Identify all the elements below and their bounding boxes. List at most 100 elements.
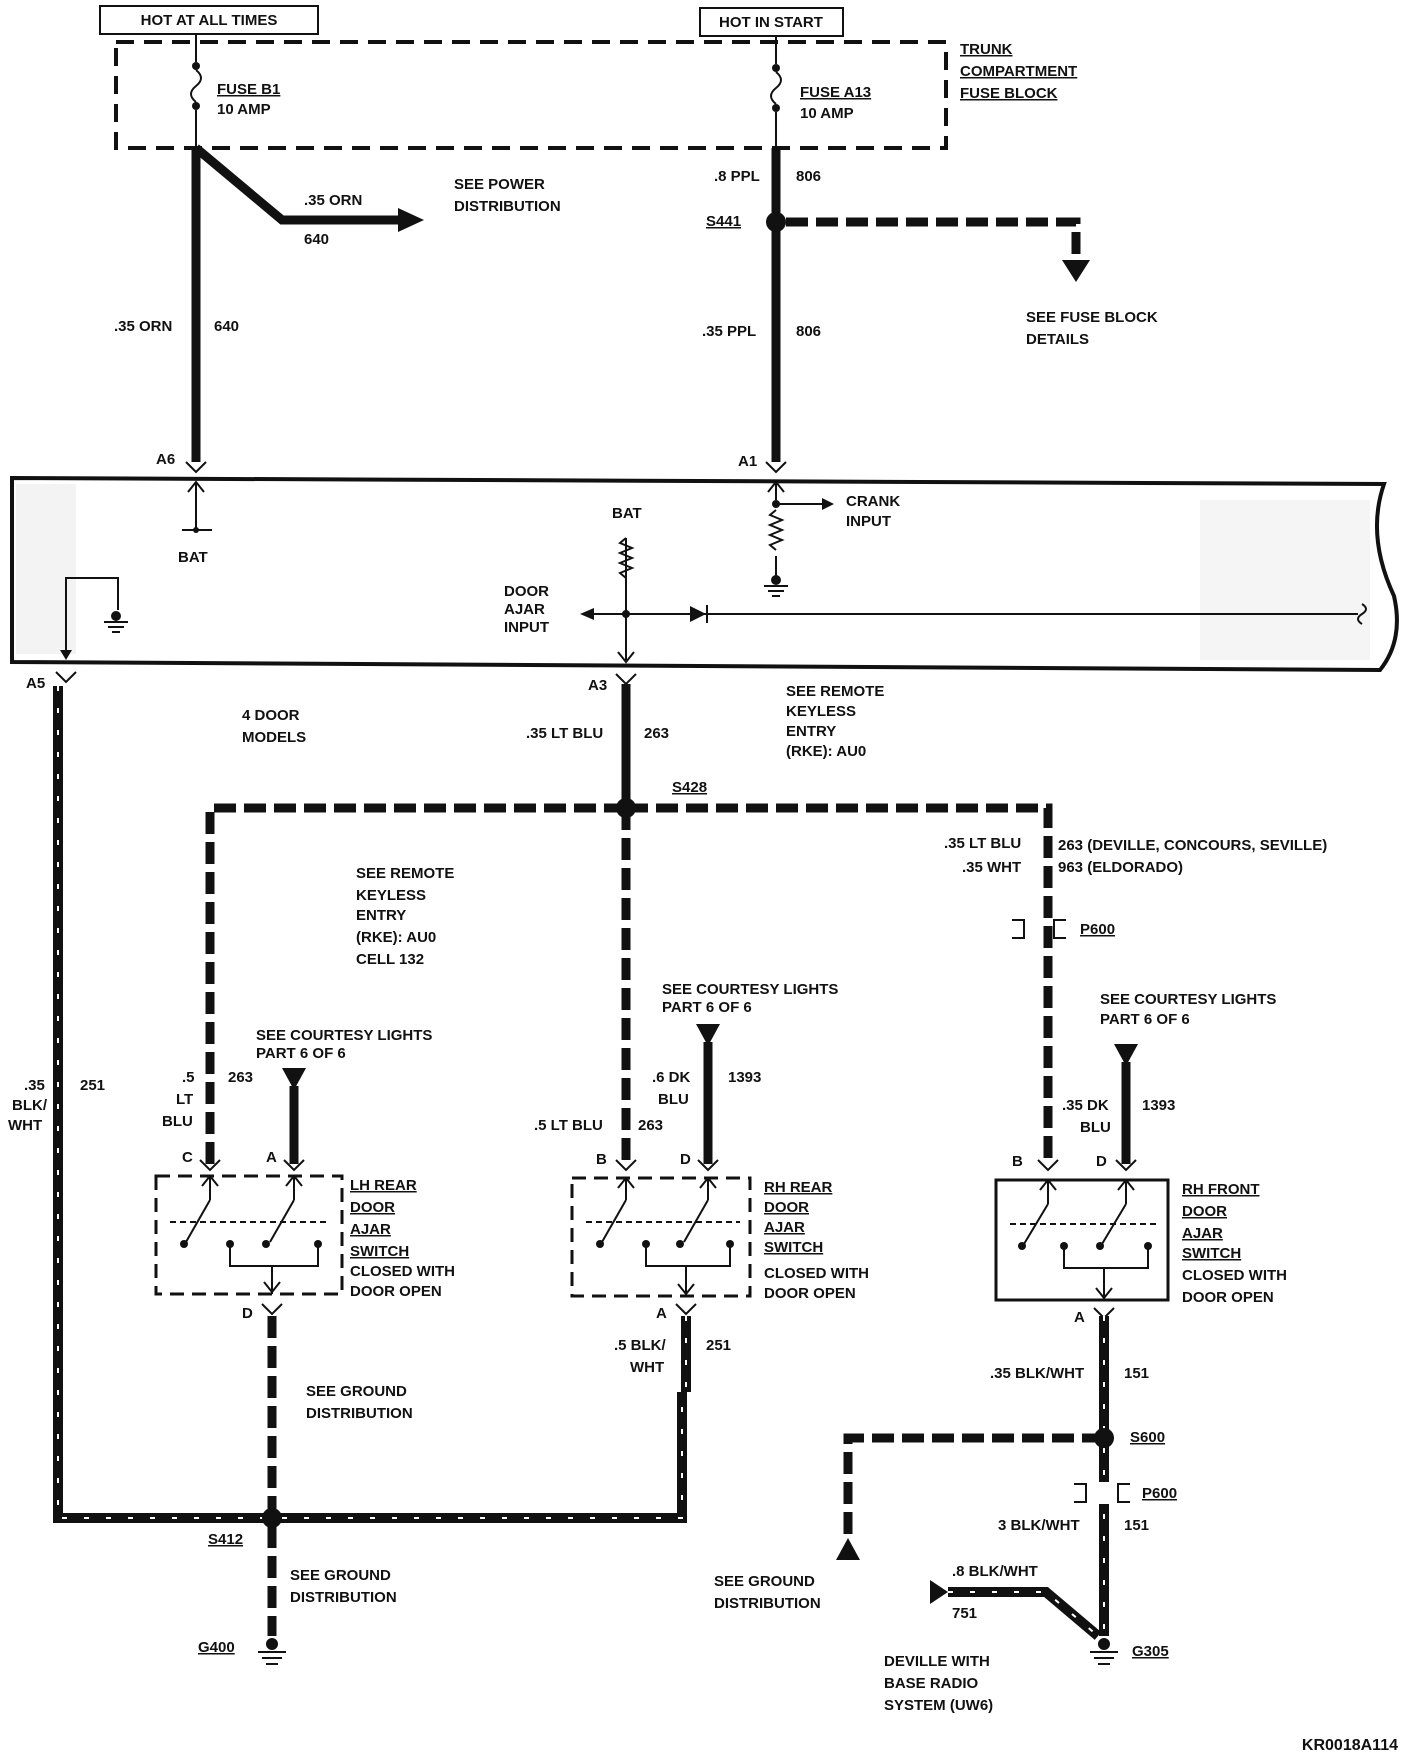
door-ajar-1: DOOR (504, 583, 549, 600)
rhr-blkwht-circuit: 251 (706, 1337, 731, 1354)
courtesy-lh-2: PART 6 OF 6 (256, 1045, 346, 1062)
ground-g305-icon (1090, 1638, 1118, 1665)
see-fuse-2: DETAILS (1026, 331, 1089, 348)
rh-rear-closed-2: DOOR OPEN (764, 1285, 856, 1302)
crank-input-2: INPUT (846, 513, 891, 530)
door-ajar-3: INPUT (504, 619, 549, 636)
rhr-pin-a-icon (675, 1303, 697, 1316)
courtesy-lh-arrow-icon (282, 1068, 306, 1090)
pin-a3-icon (615, 673, 637, 686)
wire-ppl-top-gauge: .8 PPL (714, 168, 760, 185)
ground-g305-label: G305 (1132, 1643, 1169, 1660)
lh-rear-closed-2: DOOR OPEN (350, 1283, 442, 1300)
wire-ppl-top-circuit: 806 (796, 168, 821, 185)
connector-a1: A1 (738, 453, 757, 470)
lh-pin-c: C (182, 1149, 193, 1166)
wire-251-stripe (57, 686, 683, 1519)
wire-263-rh-front (626, 803, 1053, 1164)
connector-a5: A5 (26, 675, 45, 692)
lh-rear-closed-1: CLOSED WITH (350, 1263, 455, 1280)
rke-note-2: KEYLESS (786, 703, 856, 720)
rke-note-1: SEE REMOTE (786, 683, 884, 700)
radio-gauge: .8 BLK/WHT (952, 1563, 1038, 1580)
see-power-1: SEE POWER (454, 176, 545, 193)
ground-g400-icon (258, 1638, 286, 1665)
bat-label-center: BAT (612, 505, 642, 522)
rhr-dkblu-circuit: 1393 (728, 1069, 761, 1086)
crank-input-1: CRANK (846, 493, 900, 510)
rhr-ltblu-circuit: 263 (638, 1117, 663, 1134)
right-branch-gauge-1: .35 LT BLU (944, 835, 1021, 852)
four-door-2: MODELS (242, 729, 306, 746)
wire-251-gauge-1: .35 (24, 1077, 45, 1094)
control-module-box (10, 475, 1399, 673)
rke2-note-2: KEYLESS (356, 887, 426, 904)
four-door-1: 4 DOOR (242, 707, 300, 724)
splice-s441 (766, 212, 786, 232)
ground-dist-1b: DISTRIBUTION (306, 1405, 413, 1422)
rke-note-3: ENTRY (786, 723, 836, 740)
rhf-dkblu-circuit: 1393 (1142, 1097, 1175, 1114)
rh-front-closed-1: CLOSED WITH (1182, 1267, 1287, 1284)
splice-s412-label: S412 (208, 1531, 243, 1548)
deville-note-2: BASE RADIO (884, 1675, 979, 1692)
deville-note-1: DEVILLE WITH (884, 1653, 990, 1670)
lh-ltblu-g3: BLU (162, 1113, 193, 1130)
bat-input-left (182, 480, 212, 533)
ground-g400-label: G400 (198, 1639, 235, 1656)
fuse-block-name-2: COMPARTMENT (960, 63, 1077, 80)
rhf-blkwht-gauge: .35 BLK/WHT (990, 1365, 1084, 1382)
rke2-note-1: SEE REMOTE (356, 865, 454, 882)
fuse-b1-icon (190, 34, 202, 148)
wire-251-gauge-3: WHT (8, 1117, 42, 1134)
rhf-pin-a: A (1074, 1309, 1085, 1326)
lh-rear-name-3: AJAR (350, 1221, 391, 1238)
wire-ltblu-gauge: .35 LT BLU (526, 725, 603, 742)
ground-dist-2b: DISTRIBUTION (290, 1589, 397, 1606)
splice-s428-label: S428 (672, 779, 707, 796)
connector-a6: A6 (156, 451, 175, 468)
lh-rear-name-2: DOOR (350, 1199, 395, 1216)
lh-rear-door-ajar-switch (154, 1174, 344, 1296)
rh-rear-door-ajar-switch (570, 1176, 752, 1298)
lh-ltblu-g1: .5 (182, 1069, 195, 1086)
wire-806-fuse-details (786, 217, 1081, 262)
pin-a5-icon (55, 671, 77, 684)
splice-s441-label: S441 (706, 213, 741, 230)
lh-ltblu-circuit: 263 (228, 1069, 253, 1086)
courtesy-lh-1: SEE COURTESY LIGHTS (256, 1027, 432, 1044)
rhr-pin-a: A (656, 1305, 667, 1322)
wire-s600-ground (843, 1433, 1104, 1540)
hot-in-start-box: HOT IN START (699, 7, 844, 37)
rhf-pin-b: B (1012, 1153, 1023, 1170)
rhf-dkblu-g1: .35 DK (1062, 1097, 1109, 1114)
rh-front-name-3: AJAR (1182, 1225, 1223, 1242)
rhf-pin-d: D (1096, 1153, 1107, 1170)
deville-note-3: SYSTEM (UW6) (884, 1697, 993, 1714)
pin-a1-icon (765, 461, 787, 474)
trunk-fuse-block (114, 40, 948, 150)
rhr-dkblu-g1: .6 DK (652, 1069, 691, 1086)
bat-label-left: BAT (178, 549, 208, 566)
rhr-pin-d: D (680, 1151, 691, 1168)
rhr-dkblu-g2: BLU (658, 1091, 689, 1108)
lh-rear-name-4: SWITCH (350, 1243, 409, 1260)
rh-front-name-2: DOOR (1182, 1203, 1227, 1220)
courtesy-rhf-2: PART 6 OF 6 (1100, 1011, 1190, 1028)
rke2-note-4: (RKE): AU0 (356, 929, 436, 946)
courtesy-rhr-arrow-icon (696, 1024, 720, 1046)
radio-connector-icon (930, 1580, 948, 1604)
see-fuse-1: SEE FUSE BLOCK (1026, 309, 1158, 326)
pin-a6-icon (185, 461, 207, 474)
ground-dist-2a: SEE GROUND (290, 1567, 391, 1584)
rh-rear-name-4: SWITCH (764, 1239, 823, 1256)
rhr-ltblu-gauge: .5 LT BLU (534, 1117, 603, 1134)
wire-orn-circuit: 640 (214, 318, 239, 335)
rh-front-name-4: SWITCH (1182, 1245, 1241, 1262)
wire-251-gauge-2: BLK/ (12, 1097, 48, 1114)
p600-label-upper: P600 (1080, 921, 1115, 938)
see-power-2: DISTRIBUTION (454, 198, 561, 215)
rhf-blkwht-circuit: 151 (1124, 1365, 1149, 1382)
g305-blkwht-circuit: 151 (1124, 1517, 1149, 1534)
wire-263-lh-rear (205, 803, 626, 1164)
